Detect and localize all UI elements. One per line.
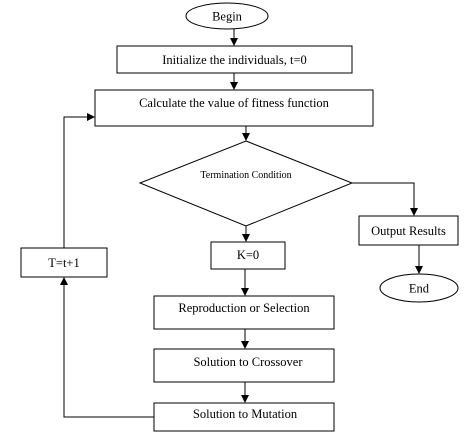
edge-mutation-to-update-t <box>60 277 154 418</box>
node-crossover-shape <box>153 348 335 383</box>
node-selection: Reproduction or Selection <box>153 295 335 330</box>
node-selection-shape <box>153 295 335 330</box>
edge-update-t-to-fitness <box>63 113 95 248</box>
node-end-shape <box>379 273 459 303</box>
node-fitness-shape <box>94 89 374 127</box>
node-crossover: Solution to Crossover <box>153 348 335 383</box>
node-k-zero-shape <box>210 241 286 270</box>
node-crossover-label: Solution to Crossover <box>193 355 303 369</box>
node-termination-shape <box>138 140 354 227</box>
node-begin-shape <box>185 2 269 30</box>
edge-termination-to-output <box>352 182 418 216</box>
node-output: Output Results <box>358 215 459 246</box>
node-update-t-shape <box>20 247 108 278</box>
node-init: Initialize the individuals, t=0 <box>116 45 353 74</box>
node-k-zero: K=0 <box>210 241 286 270</box>
node-update-t: T=t+1 <box>20 247 108 278</box>
node-mutation: Solution to Mutation <box>153 402 335 432</box>
node-termination-label: Termination Condition <box>200 170 291 181</box>
node-fitness: Calculate the value of fitness function <box>94 89 374 127</box>
node-output-label: Output Results <box>371 224 446 238</box>
node-output-shape <box>358 215 459 246</box>
node-mutation-label: Solution to Mutation <box>193 407 298 421</box>
node-k-zero-label: K=0 <box>237 248 259 262</box>
node-fitness-label: Calculate the value of fitness function <box>139 96 330 110</box>
node-mutation-shape <box>153 402 335 432</box>
node-end-label: End <box>409 282 430 296</box>
node-selection-label: Reproduction or Selection <box>178 301 310 315</box>
node-update-t-label: T=t+1 <box>48 256 79 270</box>
node-init-label: Initialize the individuals, t=0 <box>162 53 307 67</box>
node-termination: Termination Condition <box>138 140 354 227</box>
node-end: End <box>379 273 459 303</box>
node-init-shape <box>116 45 353 74</box>
node-begin-label: Begin <box>212 10 243 24</box>
node-begin: Begin <box>185 2 269 30</box>
